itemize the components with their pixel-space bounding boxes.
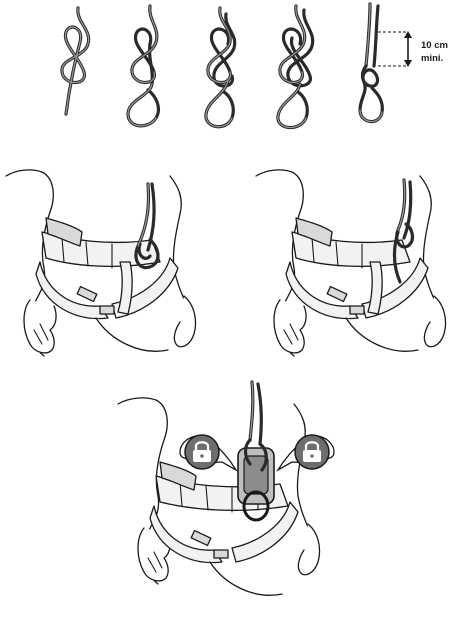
harness-figure-right <box>256 170 446 356</box>
tail-length-marker <box>378 31 412 67</box>
lock-badge-left <box>180 435 236 470</box>
knot-step-4 <box>278 6 313 128</box>
harness-figure-bottom <box>118 382 320 595</box>
knot-step-2 <box>128 6 158 126</box>
knot-step-5 <box>360 4 382 122</box>
lock-badge-right <box>278 435 334 470</box>
knot-step-3 <box>206 8 235 127</box>
tail-length-min: mini. <box>421 53 443 64</box>
knot-step-1 <box>62 8 89 114</box>
harness-figure-left <box>6 170 196 356</box>
tail-length-value: 10 cm <box>421 40 448 51</box>
